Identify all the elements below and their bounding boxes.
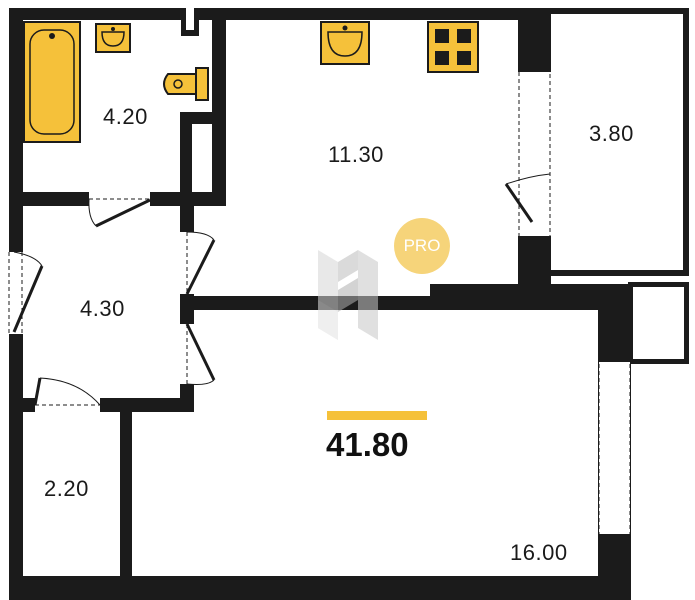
room-area-storage: 2.20 [44, 476, 89, 501]
kitchen-sink-icon [320, 21, 370, 65]
window-kitchen [518, 69, 551, 239]
wall-bath-bottom-left [9, 192, 89, 206]
window-living-cap-top [598, 356, 631, 362]
wall-step [430, 284, 630, 310]
wall-bottom [9, 576, 631, 600]
bathtub-icon [23, 21, 81, 143]
door-kitchen-leaf [185, 239, 216, 295]
door-gap-left [9, 252, 23, 334]
room-area-living-room: 16.00 [510, 540, 568, 565]
room-area-bathroom: 4.20 [103, 104, 148, 129]
door-entry-arc [13, 251, 43, 267]
door-storage-arc [39, 377, 101, 406]
toilet-icon [163, 67, 209, 101]
door-living-arc [186, 379, 215, 385]
door-bath-leaf [95, 198, 151, 228]
door-bath-arc [88, 198, 97, 227]
door-storage-leaf [33, 377, 42, 406]
door-entry-leaf [12, 265, 44, 333]
balcony2-top [628, 282, 689, 287]
watermark-logo [318, 250, 378, 340]
room-area-balcony: 3.80 [589, 121, 634, 146]
window-kitchen-cap-bot [518, 236, 551, 242]
balcony2-right [684, 282, 689, 364]
wall-bath-right [212, 8, 226, 206]
walls [9, 8, 689, 600]
wall-bath-niche [180, 112, 192, 206]
total-area-bar [327, 411, 427, 420]
total-area: 41.80 [326, 426, 409, 463]
sink-icon [95, 23, 131, 53]
balcony-frame [551, 8, 689, 14]
pro-badge-text: PRO [403, 236, 441, 255]
door-balcony-leaf [504, 183, 534, 223]
wall-storage-right [120, 398, 132, 600]
room-area-kitchen: 11.30 [328, 142, 384, 167]
wall-hall-bottom-left [9, 398, 35, 412]
window-kitchen-cap-top [518, 66, 551, 72]
duct-inner [186, 8, 194, 30]
wall-top [9, 8, 551, 20]
window-living-cap-bot [598, 534, 631, 540]
wall-hall-bottom [100, 398, 194, 412]
balcony2-bottom [628, 359, 689, 364]
wall-kitchen-right-mid [518, 238, 551, 293]
balcony-bottom [551, 270, 689, 276]
wall-kitchen-right [518, 8, 551, 70]
door-living-leaf [185, 323, 216, 381]
room-area-hallway: 4.30 [80, 296, 125, 321]
doors [12, 173, 551, 406]
stove-icon [427, 21, 479, 73]
balcony2-left [628, 282, 633, 364]
window-living [598, 359, 631, 537]
balcony-right [683, 8, 689, 276]
pro-badge: PRO [394, 218, 450, 274]
wall-kitchen-living [180, 296, 450, 310]
door-balcony-arc [505, 173, 551, 185]
wall-hall-right-top [180, 192, 194, 232]
door-kitchen-arc [186, 231, 215, 241]
